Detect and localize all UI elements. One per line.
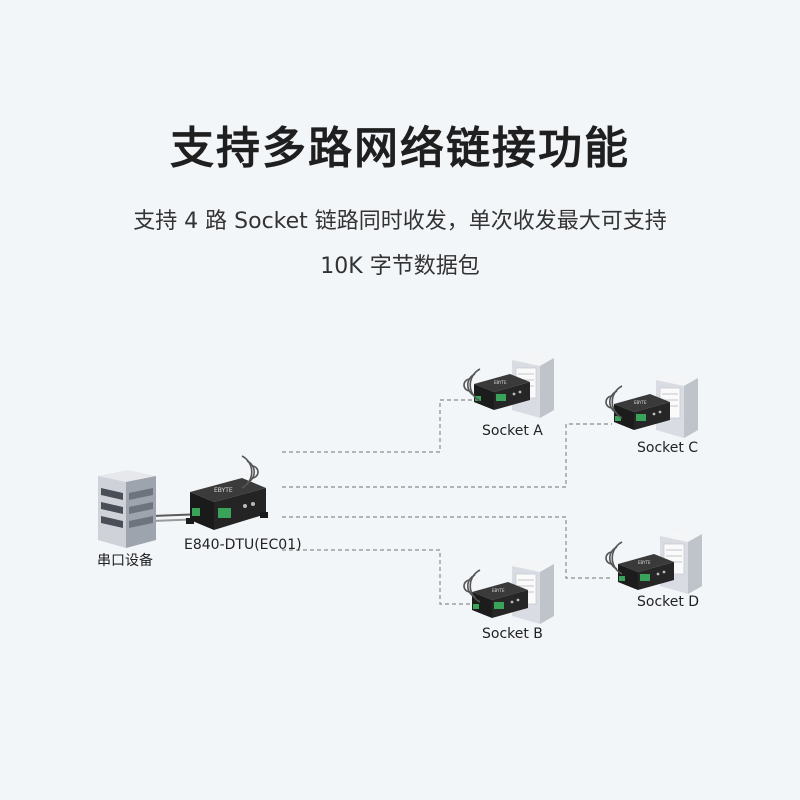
- subtitle-line-2: 10K 字节数据包: [320, 254, 480, 279]
- link-socket-c: [282, 423, 612, 488]
- serial-device-icon: [98, 470, 156, 548]
- link-socket-a: [282, 399, 472, 453]
- serial-device-label: 串口设备: [97, 553, 153, 569]
- socket-a-label: Socket A: [482, 423, 543, 439]
- socket-b-node: [463, 557, 555, 625]
- link-socket-b: [282, 549, 470, 605]
- socket-a-node: [463, 351, 555, 419]
- link-socket-d: [282, 516, 610, 579]
- page-title: 支持多路网络链接功能: [170, 123, 630, 174]
- svg-text:EBYTE: EBYTE: [214, 487, 233, 494]
- socket-b-label: Socket B: [482, 626, 543, 642]
- main-dtu-icon: EBYTE: [186, 478, 268, 530]
- connection-lines: [282, 399, 612, 605]
- socket-c-label: Socket C: [637, 440, 699, 456]
- socket-c-node: [605, 371, 699, 439]
- dtu-model-label: E840-DTU(EC01): [184, 537, 302, 553]
- socket-d-label: Socket D: [637, 594, 700, 610]
- socket-d-node: [605, 527, 703, 595]
- subtitle-line-1: 支持 4 路 Socket 链路同时收发，单次收发最大可支持: [133, 209, 667, 234]
